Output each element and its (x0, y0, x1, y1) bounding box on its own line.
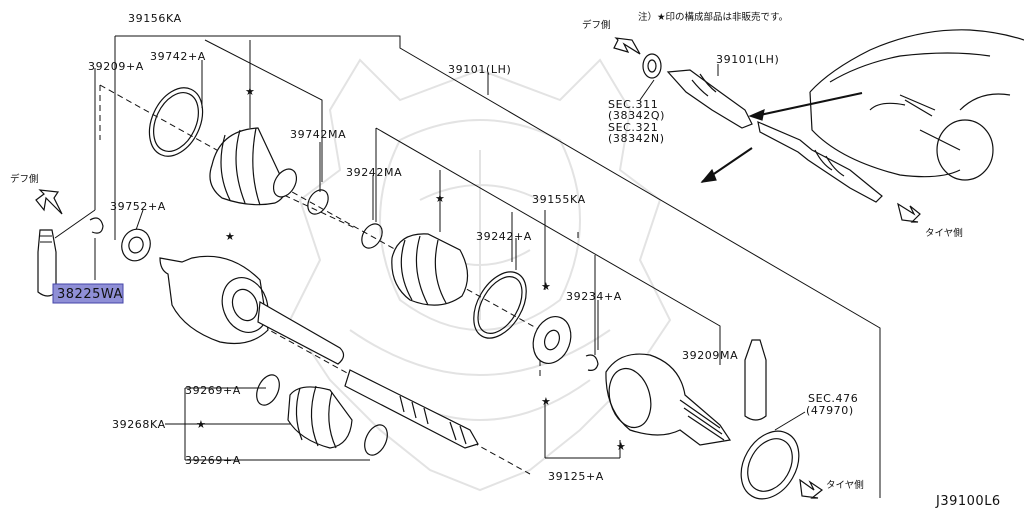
label-sec321-code: (38342N) (608, 132, 665, 145)
star-mark: ★ (435, 192, 445, 205)
main-assembly-outline (115, 35, 881, 498)
diff-side-label-top: デフ側 (582, 19, 611, 31)
star-mark: ★ (541, 395, 551, 408)
sensor-rotor-part (740, 430, 800, 500)
star-mark: ★ (616, 440, 626, 453)
star-mark: ★ (541, 280, 551, 293)
lower-shaft-part (344, 369, 479, 449)
label-39242a: 39242+A (476, 230, 532, 243)
boot-part-tire-side (391, 233, 469, 306)
label-39742ma: 39742MA (290, 128, 346, 141)
diff-side-arrow-icon (35, 189, 63, 215)
diff-side-label-left: デフ側 (10, 173, 39, 185)
label-39269a-top: 39269+A (185, 384, 241, 397)
vehicle-location-inset (639, 29, 1024, 203)
label-39268ka: 39268KA (112, 418, 166, 431)
tire-side-label-bottom: タイヤ側 (826, 479, 864, 491)
note-not-sold: 注）★印の構成部品は非販売です。 (638, 11, 788, 23)
plug-part (744, 339, 767, 421)
car-outline (809, 29, 1024, 178)
label-sec476: SEC.476 (808, 392, 858, 405)
part-number-labels: 注）★印の構成部品は非販売です。 デフ側 デフ側 タイヤ側 タイヤ側 39156… (10, 11, 1001, 509)
boot-part-diff-side (209, 127, 286, 206)
label-sec476-code: (47970) (806, 404, 854, 417)
small-clamp-part (307, 189, 329, 215)
tire-side-arrow-icon (897, 202, 921, 223)
snap-ring-part (89, 217, 104, 234)
non-sale-star-marks: ★ ★ ★ ★ ★ ★ ★ (196, 85, 626, 453)
boot-kit-frame-tire-side (375, 127, 721, 365)
label-38225wa: 38225WA (57, 287, 123, 302)
band-clamp-part (256, 374, 280, 406)
label-39269a-bottom: 39269+A (185, 454, 241, 467)
selected-part-highlight (52, 283, 124, 304)
star-mark: ★ (225, 230, 235, 243)
small-clamp-part (361, 223, 383, 249)
label-39742a: 39742+A (150, 50, 206, 63)
part-drawings (37, 87, 800, 500)
label-39209a: 39209+A (88, 60, 144, 73)
snap-ring-part (585, 354, 599, 371)
driveshaft-assembly-mini (666, 69, 753, 129)
drive-shaft-part (257, 301, 345, 365)
label-39156ka: 39156KA (128, 12, 182, 25)
band-clamp-part (473, 271, 527, 339)
label-sec311: SEC.311 (608, 98, 658, 111)
inner-joint-housing (159, 255, 269, 345)
label-sec321: SEC.321 (608, 121, 658, 134)
label-39234a: 39234+A (566, 290, 622, 303)
seal-tube-part (37, 229, 57, 297)
leader-lines (54, 60, 806, 461)
label-39242ma: 39242MA (346, 166, 402, 179)
direction-arrows (35, 37, 921, 499)
tire-side-arrow-icon (799, 478, 824, 499)
label-39125a: 39125+A (548, 470, 604, 483)
star-mark: ★ (196, 418, 206, 431)
diagram-code: J39100L6 (935, 494, 1001, 509)
band-clamp-part (148, 87, 204, 157)
label-sec311-code: (38342Q) (608, 109, 665, 122)
label-39155ka: 39155KA (532, 193, 586, 206)
label-39101lh-small: 39101(LH) (716, 53, 779, 66)
center-boot-part (287, 386, 353, 449)
label-39752a: 39752+A (110, 200, 166, 213)
label-39101lh-main: 39101(LH) (448, 63, 511, 76)
diff-side-arrow-icon (613, 37, 641, 55)
boot-kit-frame-diff-side (114, 36, 323, 240)
tire-side-label-mid: タイヤ側 (925, 227, 963, 239)
star-mark: ★ (245, 85, 255, 98)
label-39209ma: 39209MA (682, 349, 738, 362)
band-clamp-part (364, 424, 388, 456)
